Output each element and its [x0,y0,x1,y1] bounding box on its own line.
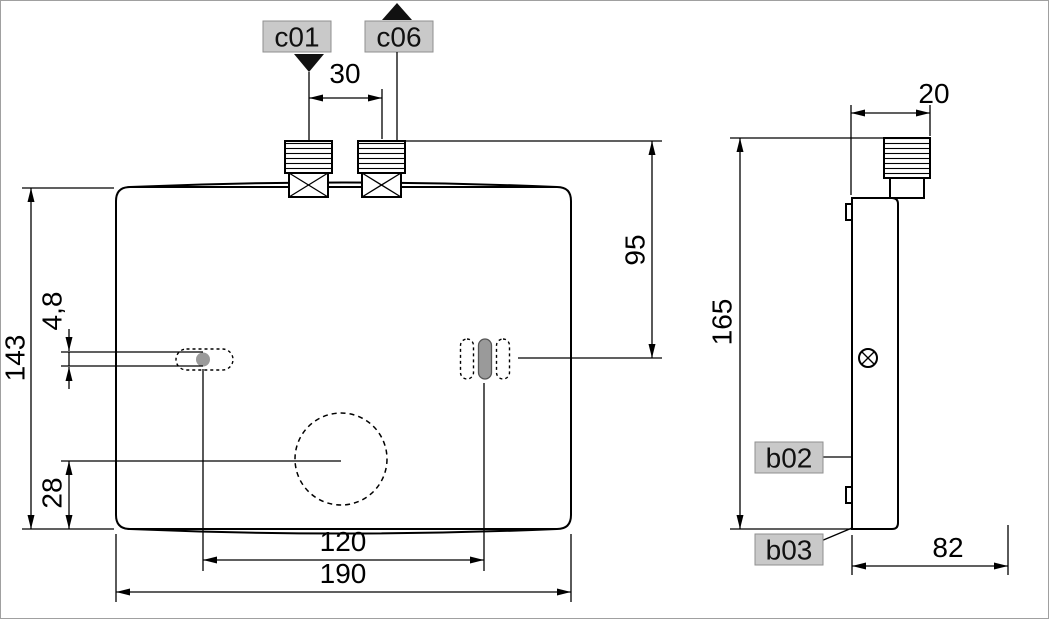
dim-knob-offset-label: 28 [37,477,68,508]
dim-feature-spacing-label: 120 [320,526,367,557]
callout-b02-box [754,441,824,474]
callout-b02-label: b02 [766,443,813,474]
callout-b02: b02 [754,441,852,474]
dim-front-height: 143 [1,187,114,530]
dim-total-height-label: 165 [707,299,738,346]
pill-middle [477,338,493,380]
dim-total-height: 165 [707,137,884,530]
callout-b03: b03 [754,527,853,566]
dim-width: 190 [115,534,572,602]
slot-outline [175,348,234,371]
dim-feature-spacing: 120 [202,369,485,571]
callout-b03-label: b03 [766,535,813,566]
dim-depth-label: 82 [932,532,963,563]
switch-element [459,338,511,380]
flow-down-arrow-icon [294,54,324,72]
dim-slot-height-label: 4,8 [37,292,68,331]
inlet-pipe-thread [284,140,333,174]
callout-c01-label: c01 [274,22,319,53]
indicator-dot [196,352,210,367]
callout-c06-label: c06 [376,22,421,53]
pill-right [495,338,511,380]
dim-front-height-label: 143 [1,335,31,382]
dim-knob-offset: 28 [37,461,73,529]
dim-width-label: 190 [320,558,367,589]
screw-icon [858,348,878,368]
dim-top-to-element: 95 [406,140,662,359]
flow-up-arrow-icon [382,3,412,20]
dim-pipe-spacing: 30 [309,58,383,139]
dim-slot-height: 4,8 [37,292,203,389]
callout-c01: c01 [262,20,332,141]
side-pipe-thread [883,137,931,179]
front-housing-top-curve [129,181,558,188]
indicator-slot [175,348,234,371]
knob-dashed-circle [294,412,388,506]
outlet-pipe-thread [357,140,406,174]
side-pipe-neck [889,177,925,199]
outlet-pipe [357,140,406,198]
inlet-pipe [284,140,333,198]
front-view [61,140,572,535]
dim-depth: 82 [851,525,1009,575]
callout-b03-box [754,533,824,566]
pill-left [459,338,475,380]
dim-pipe-spacing-label: 30 [329,58,360,89]
callout-c06-box [364,20,434,53]
side-view [845,137,931,530]
front-housing-bottom-curve [129,528,558,535]
callout-c06: c06 [364,3,434,141]
dim-top-to-element-label: 95 [620,234,651,265]
dim-pipe-offset: 20 [850,78,950,195]
front-housing-outline [115,186,572,530]
callout-c01-box [262,20,332,53]
dim-pipe-offset-label: 20 [918,78,949,109]
